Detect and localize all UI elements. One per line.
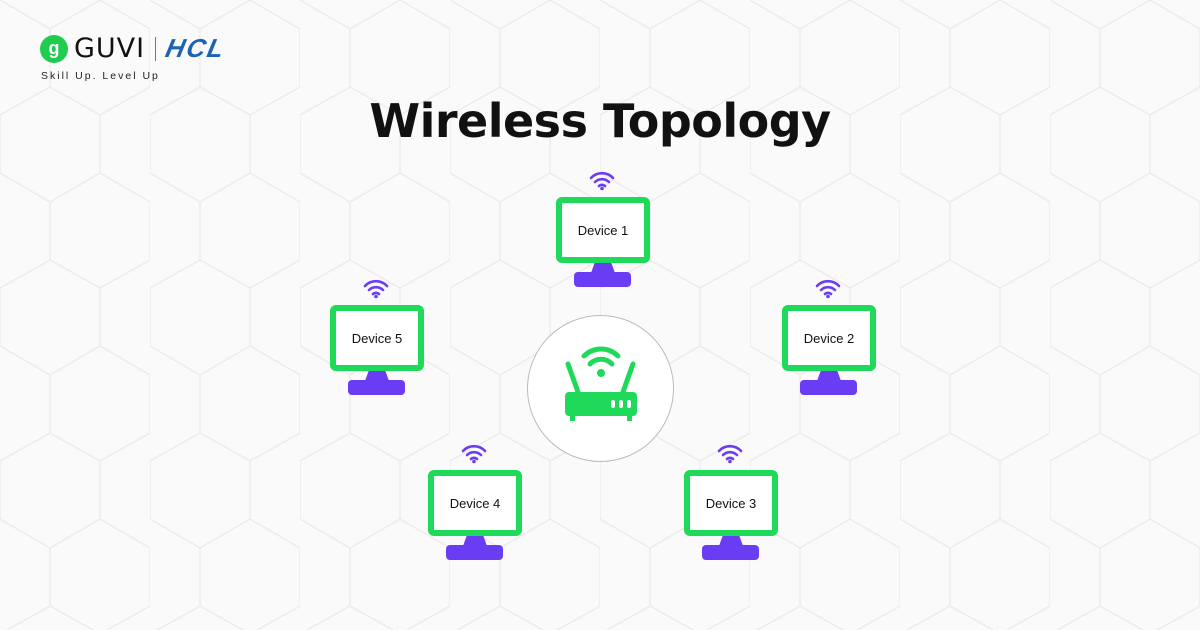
logo-divider: [155, 36, 157, 61]
guvi-logo-mark: g: [40, 34, 68, 63]
router-node: [527, 315, 674, 462]
monitor-stand-neck: [719, 536, 743, 546]
monitor-stand-neck: [817, 371, 841, 381]
monitor-stand-base: [574, 272, 631, 287]
monitor-screen: Device 2: [782, 305, 876, 371]
monitor-stand-base: [348, 380, 405, 395]
guvi-wordmark: GUVI: [74, 33, 146, 64]
device-label: Device 2: [803, 330, 855, 346]
device-label: Device 5: [351, 330, 403, 346]
page-title: Wireless Topology: [369, 94, 831, 148]
monitor-screen: Device 4: [428, 470, 522, 536]
device-node-3: Device 3: [681, 444, 781, 568]
wifi-signal-icon: [589, 171, 615, 191]
device-label: Device 4: [449, 495, 501, 511]
monitor-stand-neck: [365, 371, 389, 381]
wifi-signal-icon: [363, 279, 389, 299]
monitor-stand-neck: [463, 536, 487, 546]
wifi-signal-icon: [717, 444, 743, 464]
device-label: Device 1: [577, 222, 629, 238]
monitor-stand-neck: [591, 263, 615, 273]
device-node-2: Device 2: [779, 279, 879, 403]
monitor-screen: Device 3: [684, 470, 778, 536]
wifi-router-icon: [565, 346, 637, 421]
wifi-signal-icon: [461, 444, 487, 464]
device-node-5: Device 5: [327, 279, 427, 403]
hcl-wordmark: HCL: [163, 33, 229, 63]
monitor-stand-base: [800, 380, 857, 395]
monitor-stand-base: [702, 545, 759, 560]
wifi-signal-icon: [815, 279, 841, 299]
monitor-screen: Device 5: [330, 305, 424, 371]
device-label: Device 3: [705, 495, 757, 511]
monitor-screen: Device 1: [556, 197, 650, 263]
tagline: Skill Up. Level Up: [41, 70, 160, 82]
device-node-1: Device 1: [553, 171, 653, 295]
monitor-stand-base: [446, 545, 503, 560]
logo: g GUVI HCL: [40, 33, 229, 64]
device-node-4: Device 4: [425, 444, 525, 568]
